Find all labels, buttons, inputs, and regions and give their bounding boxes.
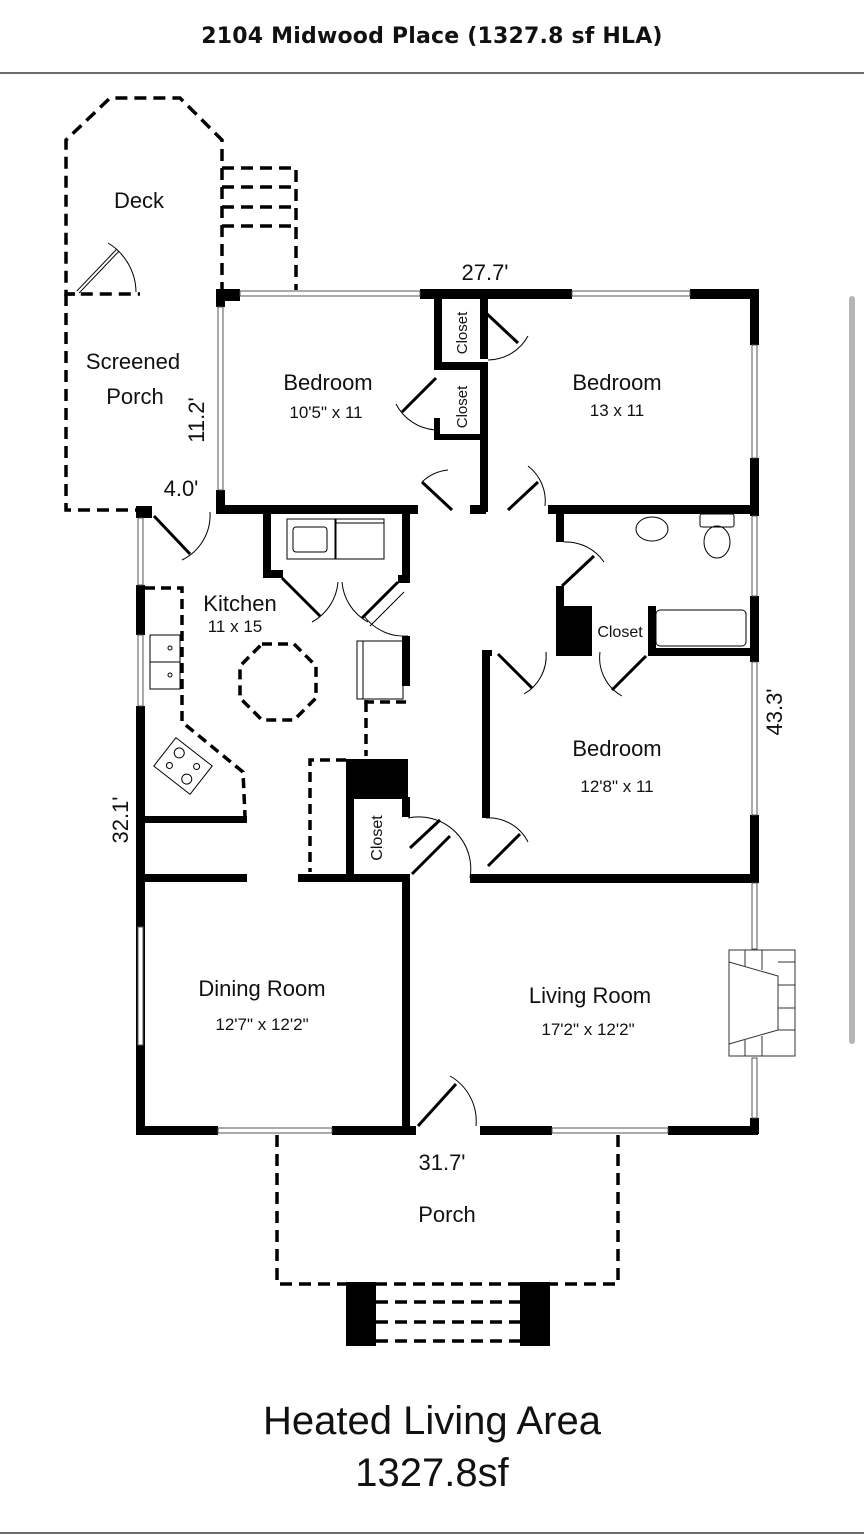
bathroom-sink-icon	[635, 516, 669, 542]
deck-outline	[64, 96, 298, 512]
page-title: 2104 Midwood Place (1327.8 sf HLA)	[201, 23, 663, 49]
closet-a-label: Closet	[454, 311, 471, 354]
bedroom-3-label: Bedroom	[572, 736, 661, 761]
screened-porch-label-2: Porch	[106, 384, 163, 409]
bottom-width-dimension: 31.7'	[418, 1150, 465, 1175]
kitchen-label: Kitchen	[203, 591, 276, 616]
windows	[137, 290, 758, 1134]
porch-bottom-dimension: 4.0'	[164, 476, 199, 501]
bedroom-2-dims: 13 x 11	[590, 401, 645, 420]
dining-room-label: Dining Room	[198, 976, 325, 1001]
bedroom-1-label: Bedroom	[283, 370, 372, 395]
washer-dryer-icon	[286, 518, 385, 560]
toilet-icon	[699, 513, 735, 559]
title-bar: 2104 Midwood Place (1327.8 sf HLA)	[0, 0, 864, 74]
porch-steps	[346, 1282, 550, 1346]
bathtub-icon	[655, 609, 747, 647]
deck-door-icon	[76, 242, 137, 294]
bottom-divider	[0, 1532, 864, 1534]
refrigerator-icon	[356, 640, 404, 700]
right-height-dimension: 43.3'	[762, 688, 787, 735]
bedroom-2-label: Bedroom	[572, 370, 661, 395]
deck-label: Deck	[114, 188, 165, 213]
bedroom-1-dims: 10'5" x 11	[289, 403, 362, 422]
top-width-dimension: 27.7'	[461, 260, 508, 285]
area-summary: Heated Living Area 1327.8sf	[0, 1395, 864, 1499]
dining-room-dims: 12'7" x 12'2"	[215, 1015, 308, 1034]
living-room-dims: 17'2" x 12'2"	[541, 1020, 634, 1039]
walls	[136, 289, 759, 1135]
bedroom-3-dims: 12'8" x 11	[580, 777, 653, 796]
left-height-dimension: 32.1'	[108, 796, 133, 843]
dimension-labels: 27.7' 11.2' 4.0' 32.1' 43.3' 31.7'	[108, 260, 787, 1175]
door-icons	[152, 311, 648, 1128]
area-summary-value: 1327.8sf	[355, 1451, 509, 1495]
closet-d-label: Closet	[369, 815, 386, 861]
screened-porch-label-1: Screened	[86, 349, 180, 374]
kitchen-fixtures	[145, 518, 406, 872]
bathroom-fixtures	[635, 513, 747, 647]
stove-icon	[153, 736, 213, 796]
fireplace-icon	[728, 949, 796, 1057]
closet-c-label: Closet	[597, 624, 643, 641]
porch-label: Porch	[418, 1202, 475, 1227]
sink-icon	[149, 634, 181, 690]
closet-b-label: Closet	[454, 385, 471, 428]
area-summary-label: Heated Living Area	[262, 1399, 601, 1443]
porch-outline	[275, 1135, 620, 1343]
scrollbar[interactable]	[849, 296, 855, 1044]
living-room-label: Living Room	[529, 983, 651, 1008]
floor-plan: Deck Screened Porch Bedroom 10'5" x 11 B…	[64, 96, 796, 1346]
porch-side-dimension: 11.2'	[184, 397, 209, 442]
kitchen-dims: 11 x 15	[208, 617, 263, 636]
room-labels: Deck Screened Porch Bedroom 10'5" x 11 B…	[86, 188, 662, 1227]
